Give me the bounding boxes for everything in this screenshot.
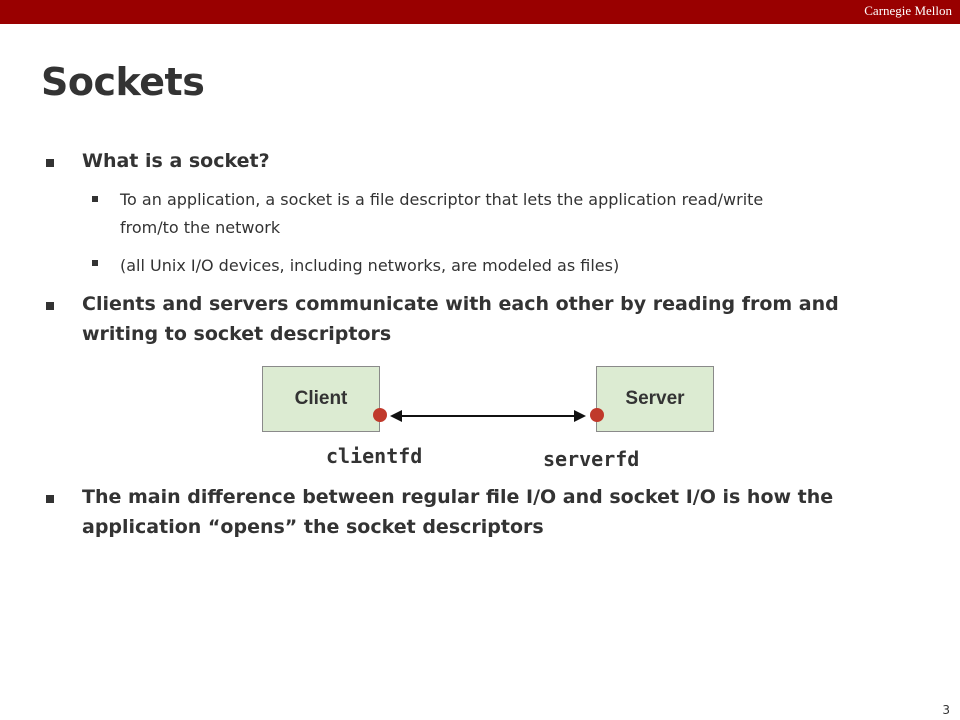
page-number: 3 bbox=[942, 703, 950, 717]
bidirectional-arrow bbox=[390, 410, 586, 422]
sub-bullet-file-descriptor: To an application, a socket is a file de… bbox=[120, 190, 764, 237]
client-socket-endpoint bbox=[373, 408, 387, 422]
bullet-marker bbox=[46, 159, 54, 167]
client-box: Client bbox=[262, 366, 380, 432]
clientfd-label: clientfd bbox=[326, 444, 423, 468]
bullet-what-is-socket: What is a socket? bbox=[82, 150, 270, 172]
sub-bullet-marker bbox=[92, 260, 98, 266]
slide-title: Sockets bbox=[41, 60, 205, 104]
bullet-main-difference: The main difference between regular file… bbox=[82, 486, 834, 538]
sub-bullet-marker bbox=[92, 196, 98, 202]
bullet-marker bbox=[46, 302, 54, 310]
header-bar: Carnegie Mellon bbox=[0, 0, 960, 24]
sub-bullet-unix-io: (all Unix I/O devices, including network… bbox=[120, 256, 620, 275]
server-box: Server bbox=[596, 366, 714, 432]
serverfd-label: serverfd bbox=[543, 447, 640, 471]
bullet-clients-servers: Clients and servers communicate with eac… bbox=[82, 293, 839, 345]
server-socket-endpoint bbox=[590, 408, 604, 422]
bullet-marker bbox=[46, 495, 54, 503]
brand-name: Carnegie Mellon bbox=[864, 3, 952, 18]
